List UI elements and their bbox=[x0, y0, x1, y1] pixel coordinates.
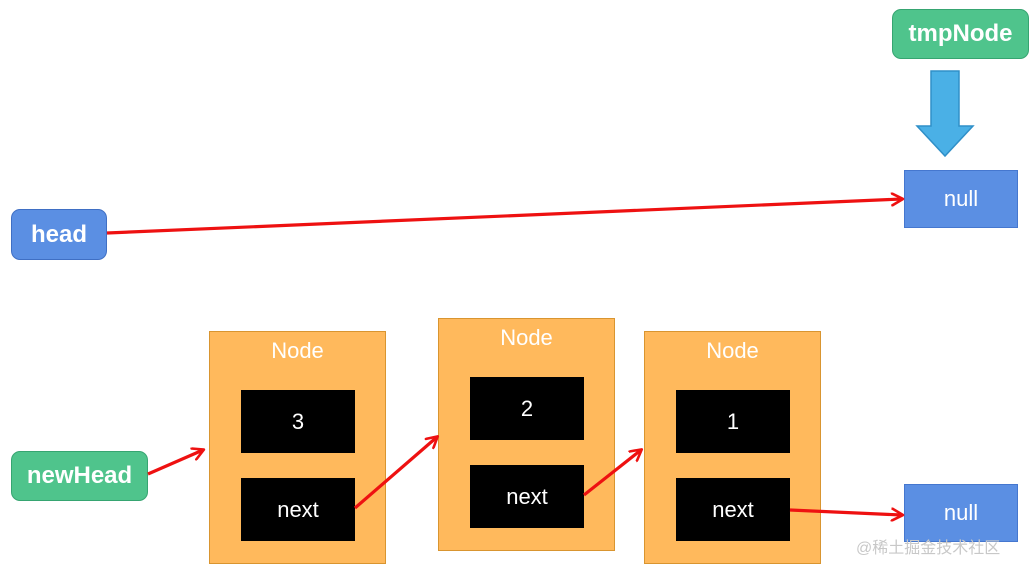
node2-next-arrow bbox=[583, 450, 641, 497]
null-box-bottom: null bbox=[904, 484, 1018, 542]
newhead-label: newHead bbox=[11, 451, 148, 501]
node1-next-arrow bbox=[353, 437, 437, 510]
node-value-cell: 3 bbox=[241, 390, 355, 453]
tmpnode-label: tmpNode bbox=[892, 9, 1029, 59]
node-title: Node bbox=[500, 325, 553, 350]
newhead-to-node-arrow bbox=[147, 450, 203, 476]
watermark: @稀土掘金技术社区 bbox=[856, 540, 1001, 557]
node-value-cell: 1 bbox=[676, 390, 790, 453]
head-label: head bbox=[11, 209, 107, 260]
null-box-top: null bbox=[904, 170, 1018, 228]
head-to-null-arrow bbox=[106, 199, 902, 235]
node-title: Node bbox=[271, 338, 324, 363]
node-value-cell: 2 bbox=[470, 377, 584, 440]
node-next-cell: next bbox=[470, 465, 584, 528]
node-box-2: Node 2 next bbox=[438, 318, 615, 551]
tmpnode-down-arrow bbox=[915, 70, 975, 158]
node-box-3: Node 1 next bbox=[644, 331, 821, 564]
node-title: Node bbox=[706, 338, 759, 363]
node3-next-arrow bbox=[789, 510, 902, 515]
node-box-1: Node 3 next bbox=[209, 331, 386, 564]
node-next-cell: next bbox=[241, 478, 355, 541]
node-next-cell: next bbox=[676, 478, 790, 541]
